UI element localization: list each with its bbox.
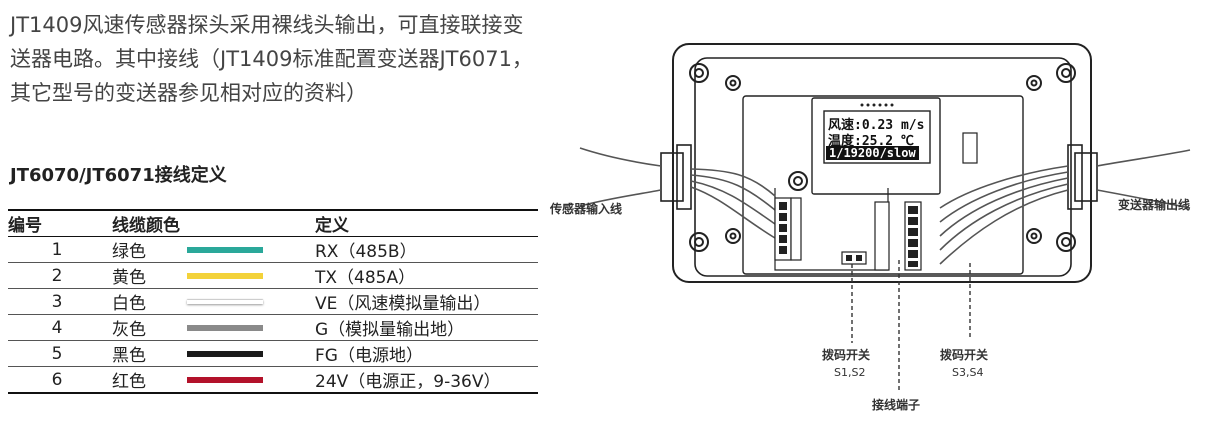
lcd-wind-speed: 风速:0.23 m/s xyxy=(828,118,925,133)
row-definition: RX（485B） xyxy=(312,236,538,263)
header-no: 编号 xyxy=(8,209,106,237)
header-cable-color: 线缆颜色 xyxy=(106,209,312,237)
dip-switch-s1s2-sub: S1,S2 xyxy=(834,366,866,379)
row-no: 2 xyxy=(8,262,106,289)
row-definition: VE（风速模拟量输出） xyxy=(312,288,538,315)
color-swatch xyxy=(187,376,263,383)
table-row: 5 黑色 FG（电源地） xyxy=(8,340,538,367)
color-swatch xyxy=(187,299,263,304)
enclosure-drawing xyxy=(579,43,1191,393)
row-no: 5 xyxy=(8,340,106,367)
row-definition: TX（485A） xyxy=(312,262,538,289)
row-color-name: 绿色 xyxy=(106,236,187,263)
color-swatch xyxy=(187,272,263,279)
intro-paragraph: JT1409风速传感器探头采用裸线头输出，可直接联接变 送器电路。其中接线（JT… xyxy=(10,8,630,110)
terminal-label: 接线端子 xyxy=(872,398,921,412)
row-color-name: 黄色 xyxy=(106,262,187,289)
color-swatch xyxy=(187,324,263,331)
table-row: 1 绿色 RX（485B） xyxy=(8,236,538,263)
lcd-config: 1/19200/slow xyxy=(826,146,919,160)
row-color-name: 红色 xyxy=(106,366,187,394)
header-definition: 定义 xyxy=(312,209,538,237)
row-color-name: 白色 xyxy=(106,288,187,315)
table-row: 2 黄色 TX（485A） xyxy=(8,262,538,289)
lcd-temperature: 温度:25.2 ℃ xyxy=(828,134,914,149)
intro-line: 其它型号的变送器参见相对应的资料） xyxy=(10,81,367,105)
row-definition: 24V（电源正，9-36V） xyxy=(312,366,538,394)
color-swatch xyxy=(187,246,263,253)
table-header-row: 编号 线缆颜色 定义 xyxy=(8,209,538,237)
row-color-name: 灰色 xyxy=(106,314,187,341)
sensor-input-label: 传感器输入线 xyxy=(550,202,623,216)
row-no: 3 xyxy=(8,288,106,315)
row-color-name: 黑色 xyxy=(106,340,187,367)
table-row: 4 灰色 G（模拟量输出地） xyxy=(8,314,538,341)
color-swatch xyxy=(187,350,263,357)
intro-line: JT1409风速传感器探头采用裸线头输出，可直接联接变 xyxy=(10,13,524,37)
row-no: 4 xyxy=(8,314,106,341)
row-no: 1 xyxy=(8,236,106,263)
dip-switch-s3s4-sub: S3,S4 xyxy=(952,366,984,379)
transmitter-output-label: 变送器输出线 xyxy=(1118,198,1191,212)
dip-switch-s3s4-label: 拨码开关 xyxy=(940,348,989,362)
row-no: 6 xyxy=(8,366,106,394)
table-row: 3 白色 VE（风速模拟量输出） xyxy=(8,288,538,315)
row-definition: FG（电源地） xyxy=(312,340,538,367)
wiring-table: 编号 线缆颜色 定义 1 绿色 RX（485B） 2 黄色 TX（485A） 3… xyxy=(8,209,538,394)
intro-line: 送器电路。其中接线（JT1409标准配置变送器JT6071， xyxy=(10,47,533,71)
wiring-box-diagram: 风速:0.23 m/s 温度:25.2 ℃ 1/19200/slow 传感器输入… xyxy=(550,38,1210,429)
row-definition: G（模拟量输出地） xyxy=(312,314,538,341)
dip-switch-s1s2-label: 拨码开关 xyxy=(822,348,871,362)
table-row: 6 红色 24V（电源正，9-36V） xyxy=(8,366,538,394)
section-title: JT6070/JT6071接线定义 xyxy=(10,165,227,186)
